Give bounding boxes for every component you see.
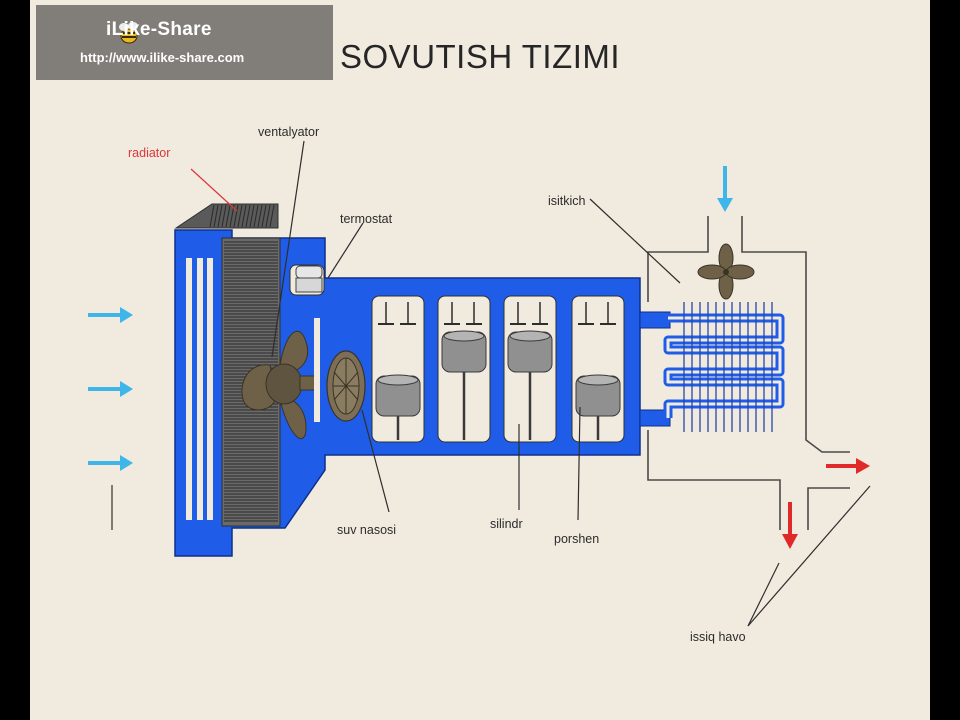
- bee-logo-icon: [119, 22, 138, 44]
- hot-air-arrow-down: [782, 502, 798, 549]
- cold-air-arrows: [88, 166, 733, 471]
- label-termostat: termostat: [340, 212, 393, 226]
- cold-air-arrow: [88, 307, 133, 323]
- label-silindr: silindr: [490, 517, 523, 531]
- label-ventilyator: ventalyator: [258, 125, 319, 139]
- heater-fan: [697, 243, 755, 300]
- hot-air-arrow-right: [826, 458, 870, 474]
- cylinder: [571, 295, 625, 443]
- block-slot: [314, 318, 320, 422]
- cylinder: [437, 295, 491, 443]
- label-porshen: porshen: [554, 532, 599, 546]
- page-title: SOVUTISH TIZIMI: [340, 38, 621, 75]
- watermark-brand: iLike-Share: [106, 19, 212, 40]
- radiator-tank: [186, 258, 213, 520]
- piston: [375, 374, 421, 440]
- leader-lines: [111, 140, 871, 627]
- cylinder: [503, 295, 557, 443]
- piston: [575, 374, 621, 440]
- piston: [507, 330, 553, 440]
- cold-air-arrow: [88, 381, 133, 397]
- cold-air-arrow-down: [717, 166, 733, 212]
- heater-housing: [647, 216, 850, 530]
- cylinder: [371, 295, 425, 443]
- label-radiator: radiator: [128, 146, 170, 160]
- water-pump: [326, 350, 366, 422]
- watermark-banner: iLike-Share http://www.ilike-share.com: [36, 5, 333, 80]
- label-suv-nasosi: suv nasosi: [337, 523, 396, 537]
- watermark-url: http://www.ilike-share.com: [80, 50, 245, 65]
- piston: [441, 330, 487, 440]
- heater-core: [663, 302, 785, 432]
- thermostat: [289, 264, 325, 296]
- cylinder-group: [371, 295, 625, 443]
- cold-air-arrow: [88, 455, 133, 471]
- label-isitkich: isitkich: [548, 194, 586, 208]
- hot-air-arrows: [782, 458, 870, 549]
- label-issiq-havo: issiq havo: [690, 630, 746, 644]
